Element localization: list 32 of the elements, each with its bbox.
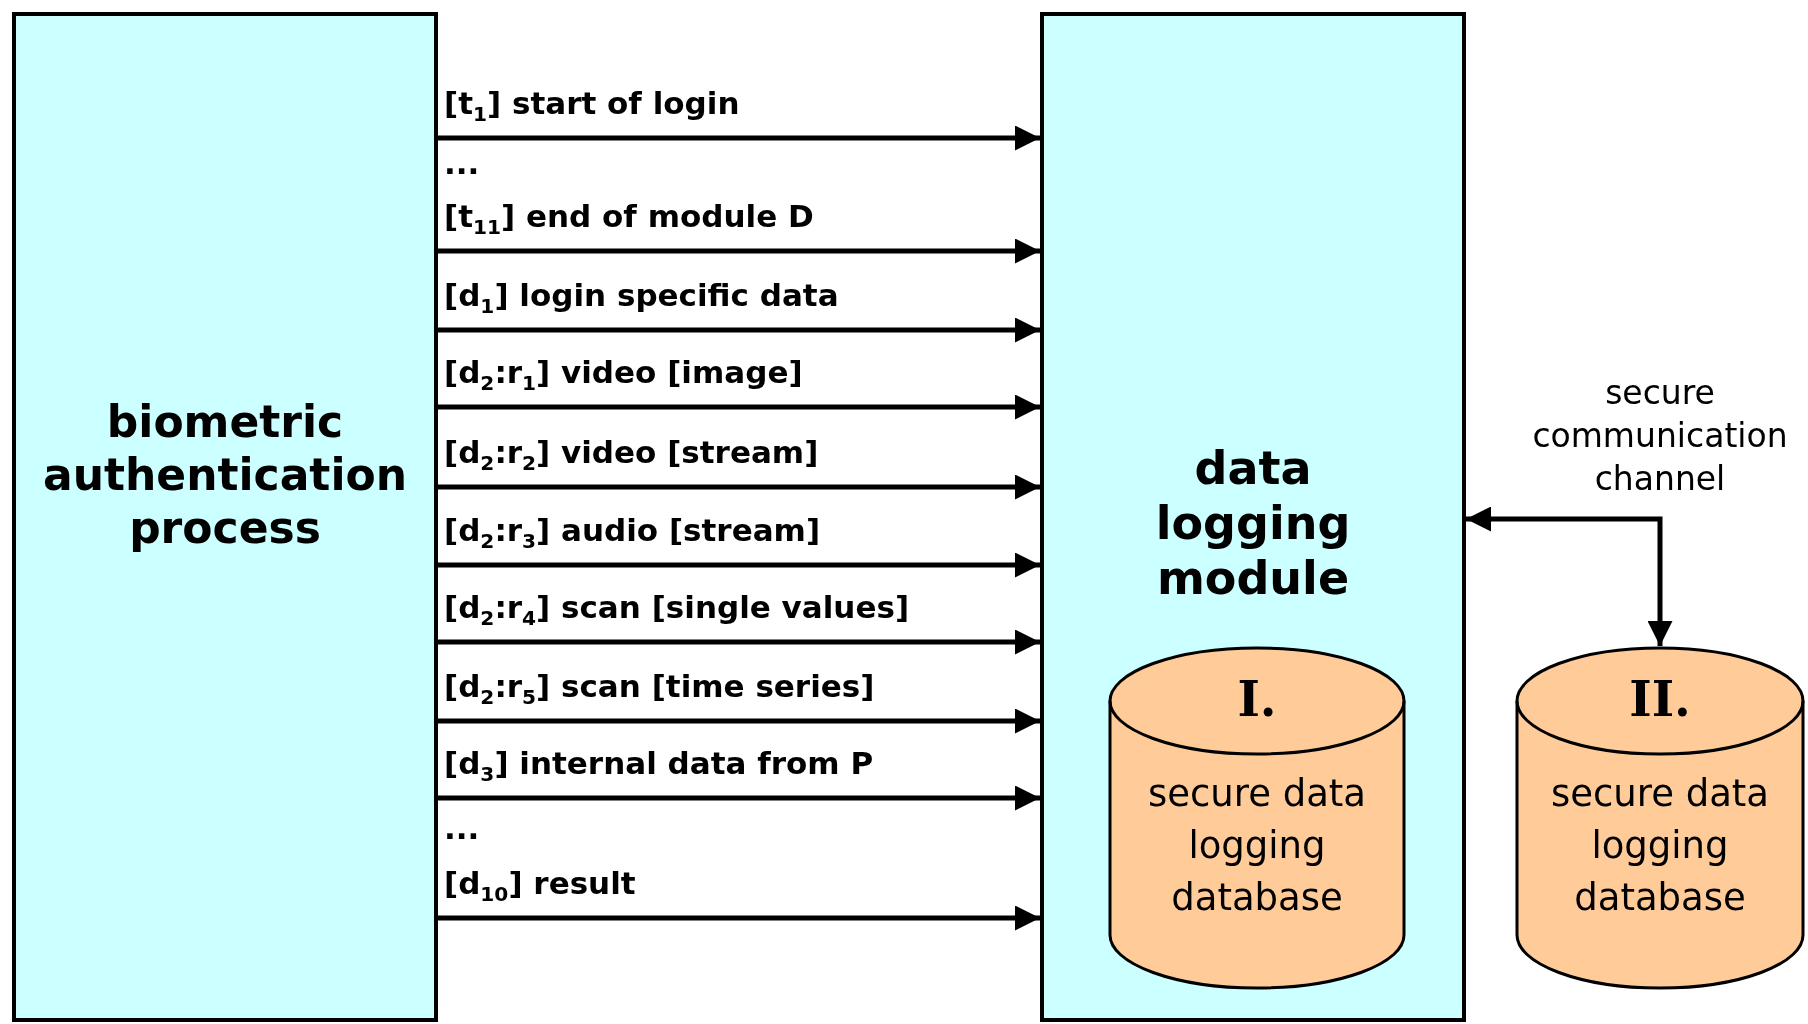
arrow [438, 552, 1040, 578]
process-box [1040, 12, 1466, 1022]
roman-numeral: I. [1236, 671, 1278, 727]
arrow [438, 474, 1040, 500]
edge-label: [t$_{1}$] start of login [444, 88, 740, 125]
edge-label: [t$_{11}$] end of module D [444, 201, 814, 238]
box-title: biometric authentication process [41, 396, 409, 555]
arrow [438, 905, 1040, 931]
arrow [438, 785, 1040, 811]
edge-label: [d$_{2}$:r$_{5}$] scan [time series] [444, 671, 875, 708]
double-arrow [1466, 506, 1673, 646]
box-title: data logging module [1154, 441, 1352, 607]
arrow [438, 317, 1040, 343]
edge-label: [d$_{10}$] result [444, 868, 636, 905]
process-box [12, 12, 438, 1022]
arrow [438, 238, 1040, 264]
arrow [438, 394, 1040, 420]
edge-label: [d$_{2}$:r$_{2}$] video [stream] [444, 437, 819, 474]
roman-numeral: II. [1628, 671, 1692, 727]
edge-label: [d$_{2}$:r$_{3}$] audio [stream] [444, 515, 821, 552]
database-label: secure data logging database [1549, 771, 1771, 921]
edge-label: [d$_{2}$:r$_{4}$] scan [single values] [444, 592, 910, 629]
edge-label: [d$_{1}$] login specific data [444, 280, 839, 317]
edge-label: secure communication channel [1531, 372, 1789, 500]
ellipsis-label: ... [444, 810, 480, 846]
edge-label: [d$_{3}$] internal data from P [444, 748, 874, 785]
arrow [438, 629, 1040, 655]
ellipsis-label: ... [444, 145, 480, 181]
edge-label: [d$_{2}$:r$_{1}$] video [image] [444, 357, 803, 394]
arrow [438, 708, 1040, 734]
database-label: secure data logging database [1146, 771, 1368, 921]
arrow [438, 125, 1040, 151]
